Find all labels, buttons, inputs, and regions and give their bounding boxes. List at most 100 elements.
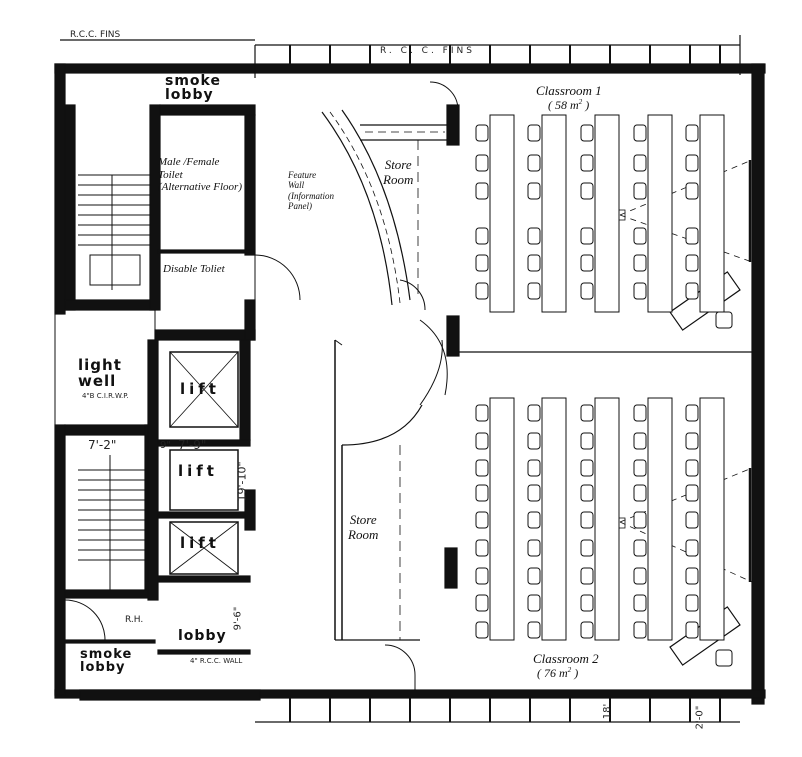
chair: [475, 484, 489, 502]
chair: [475, 124, 489, 142]
chair: [475, 154, 489, 172]
chair: [527, 227, 541, 245]
chair: [580, 621, 594, 639]
chair: [475, 459, 489, 477]
chair: [475, 227, 489, 245]
dim-9-6: 9'-6": [232, 606, 244, 631]
chair: [633, 254, 647, 272]
dim-7-2: 7'-2": [88, 438, 117, 452]
chair: [475, 539, 489, 557]
chair: [527, 539, 541, 557]
chair: [633, 621, 647, 639]
chair: [685, 154, 699, 172]
chair: [633, 484, 647, 502]
chair: [527, 154, 541, 172]
chair: [685, 511, 699, 529]
chair: [633, 511, 647, 529]
classroom1-label: Classroom 1: [536, 83, 602, 99]
chair: [685, 124, 699, 142]
chair: [580, 282, 594, 300]
lift-shaft-1: [169, 351, 239, 428]
desk-column: [699, 114, 725, 313]
lift-1-label: lift: [180, 380, 220, 398]
chair: [475, 182, 489, 200]
chair: [685, 594, 699, 612]
outer-wall-left-top: [54, 63, 66, 315]
chair: [527, 282, 541, 300]
chair: [633, 539, 647, 557]
desk-column: [647, 397, 673, 641]
chair: [580, 227, 594, 245]
chair: [633, 459, 647, 477]
smoke-lobby-bottom-label: smoke lobby: [80, 647, 133, 675]
dim-7-9: 7'-9": [178, 438, 207, 452]
desk-column: [489, 114, 515, 313]
chair: [527, 432, 541, 450]
chair: [475, 254, 489, 272]
chair: [685, 404, 699, 422]
chair: [580, 404, 594, 422]
desk-rows: [475, 114, 725, 641]
stair-top-wall: [64, 104, 76, 311]
chair: [580, 511, 594, 529]
chair: [527, 621, 541, 639]
toilet-label: Male /Female Toilet (Alternative Floor): [158, 156, 243, 194]
chair: [685, 567, 699, 585]
lobby-label: lobby: [178, 628, 227, 644]
desk-column: [594, 397, 620, 641]
dim-9: 9": [160, 440, 171, 451]
desk-column: [594, 114, 620, 313]
desk-column: [541, 114, 567, 313]
chair: [633, 404, 647, 422]
chair: [527, 124, 541, 142]
chair: [685, 621, 699, 639]
chair: [580, 484, 594, 502]
chair: [633, 227, 647, 245]
desk-column: [541, 397, 567, 641]
classroom1-area: ( 58 m2 ): [548, 98, 590, 112]
chair: [580, 594, 594, 612]
rcc-wall-note: 4" R.C.C. WALL: [190, 657, 243, 665]
chair: [580, 182, 594, 200]
chair: [527, 182, 541, 200]
chair: [633, 432, 647, 450]
chair: [685, 182, 699, 200]
chair: [685, 539, 699, 557]
chair: [475, 404, 489, 422]
light-well-label: light well: [78, 356, 122, 390]
chair: [475, 621, 489, 639]
desk-column: [489, 397, 515, 641]
outer-wall-right: [751, 63, 765, 705]
chair: [580, 539, 594, 557]
chair: [527, 511, 541, 529]
feature-wall-label: Feature Wall (Information Panel): [288, 170, 334, 212]
feature-wall: [321, 111, 393, 306]
disable-toilet-label: Disable Toliet: [163, 263, 225, 275]
stair-lower: [78, 455, 145, 590]
chair: [527, 254, 541, 272]
dim-2-0: 2'-0": [694, 705, 706, 730]
chair: [475, 594, 489, 612]
rh-note: R.H.: [125, 615, 144, 625]
lift-3-label: lift: [180, 534, 220, 552]
chair: [633, 567, 647, 585]
chair: [527, 404, 541, 422]
chair: [685, 282, 699, 300]
chair: [580, 567, 594, 585]
lift-2-label: lift: [178, 462, 218, 480]
lift-shaft-3: [169, 521, 239, 575]
chair: [633, 282, 647, 300]
chair: [475, 282, 489, 300]
chair: [685, 227, 699, 245]
light-well-note: 4"B C.I.R.W.P.: [82, 392, 129, 400]
chair: [685, 254, 699, 272]
chair: [580, 154, 594, 172]
smoke-lobby-top-label: smoke lobby: [165, 73, 221, 103]
chair: [475, 432, 489, 450]
dim-19-10: 19'-10": [235, 461, 249, 502]
rcc-fins-left-note: R.C.C. FINS: [70, 30, 121, 40]
chair: [633, 154, 647, 172]
chair: [685, 432, 699, 450]
chair: [633, 182, 647, 200]
